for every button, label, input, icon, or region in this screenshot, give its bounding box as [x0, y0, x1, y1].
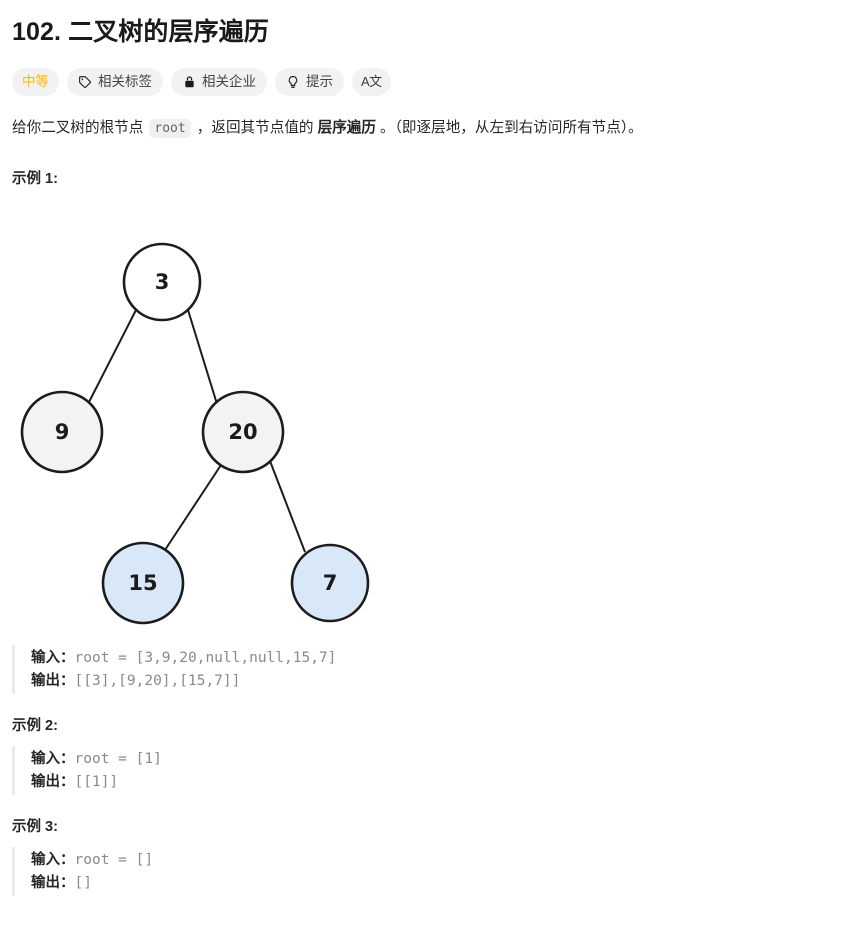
example-3-output-label: 输出： [31, 874, 75, 891]
edge-20-15 [164, 464, 222, 551]
example-3-code: 输入：root = [] 输出：[] [12, 847, 837, 897]
tree-node-7: 7 [290, 543, 370, 623]
tag-icon [78, 75, 92, 89]
example-1-output-label: 输出： [31, 672, 75, 689]
example-2-output-value: [[1]] [74, 773, 119, 790]
description-emphasis: 层序遍历 [317, 119, 376, 136]
example-block-3: 示例 3: 输入：root = [] 输出：[] [12, 815, 837, 897]
example-1-output-value: [[3],[9,20],[15,7]] [74, 672, 241, 689]
inline-code-root: root [149, 118, 191, 138]
example-1-input-label: 输入： [31, 650, 75, 667]
example-1-heading: 示例 1: [12, 171, 58, 188]
example-block-1: 示例 1: 3 9 [12, 167, 837, 695]
lightbulb-icon [286, 75, 300, 89]
example-3-output-value: [] [74, 874, 92, 891]
difficulty-badge[interactable]: 中等 [12, 67, 59, 96]
example-2-heading: 示例 2: [12, 718, 58, 735]
tree-node-label: 7 [323, 571, 338, 595]
problem-description: 给你二叉树的根节点 root ，返回其节点值的 层序遍历 。（即逐层地，从左到右… [12, 116, 837, 142]
example-2-output-label: 输出： [31, 773, 75, 790]
tree-nodes: 3 9 20 15 7 [20, 242, 370, 625]
hints-button[interactable]: 提示 [275, 67, 344, 96]
tree-node-label: 3 [155, 270, 170, 294]
page-title: 102. 二叉树的层序遍历 [12, 18, 269, 46]
example-2-input-value: root = [1] [74, 751, 162, 768]
tree-node-label: 15 [128, 571, 157, 595]
hints-label: 提示 [306, 74, 333, 89]
lock-icon [182, 75, 196, 89]
tree-node-9: 9 [20, 390, 104, 474]
example-1-input-value: root = [3,9,20,null,null,15,7] [74, 650, 337, 667]
example-1-code: 输入：root = [3,9,20,null,null,15,7] 输出：[[3… [12, 645, 837, 695]
tree-node-root: 3 [122, 242, 202, 322]
description-part-3: 。（即逐层地，从左到右访问所有节点）。 [375, 119, 643, 136]
translate-icon: A文 [361, 74, 382, 90]
tree-node-20: 20 [201, 390, 285, 474]
related-companies-label: 相关企业 [202, 74, 256, 89]
description-part-1: 给你二叉树的根节点 [12, 119, 148, 136]
tree-edges [87, 309, 306, 553]
difficulty-label: 中等 [22, 74, 49, 89]
description-part-2: ，返回其节点值的 [192, 119, 318, 136]
related-companies-button[interactable]: 相关企业 [171, 67, 267, 96]
example-3-input-value: root = [] [74, 852, 154, 869]
edge-20-7 [269, 460, 306, 553]
tree-svg: 3 9 20 15 7 [20, 242, 370, 625]
example-block-2: 示例 2: 输入：root = [1] 输出：[[1]] [12, 714, 837, 796]
related-tags-label: 相关标签 [98, 74, 152, 89]
example-2-input-label: 输入： [31, 751, 75, 768]
tree-node-label: 20 [228, 420, 257, 444]
edge-root-9 [87, 309, 137, 405]
example-3-heading: 示例 3: [12, 819, 58, 836]
example-3-input-label: 输入： [31, 852, 75, 869]
edge-root-20 [187, 309, 218, 405]
example-2-code: 输入：root = [1] 输出：[[1]] [12, 746, 837, 796]
problem-meta-badges: 中等 相关标签 相关企业 [12, 67, 837, 96]
translate-toggle-button[interactable]: A文 [352, 67, 391, 96]
related-tags-button[interactable]: 相关标签 [67, 67, 163, 96]
tree-node-15: 15 [101, 541, 185, 625]
problem-page: 102. 二叉树的层序遍历 中等 相关标签 相关企业 [12, 18, 837, 897]
tree-node-label: 9 [55, 420, 70, 444]
binary-tree-diagram: 3 9 20 15 7 [12, 194, 837, 634]
